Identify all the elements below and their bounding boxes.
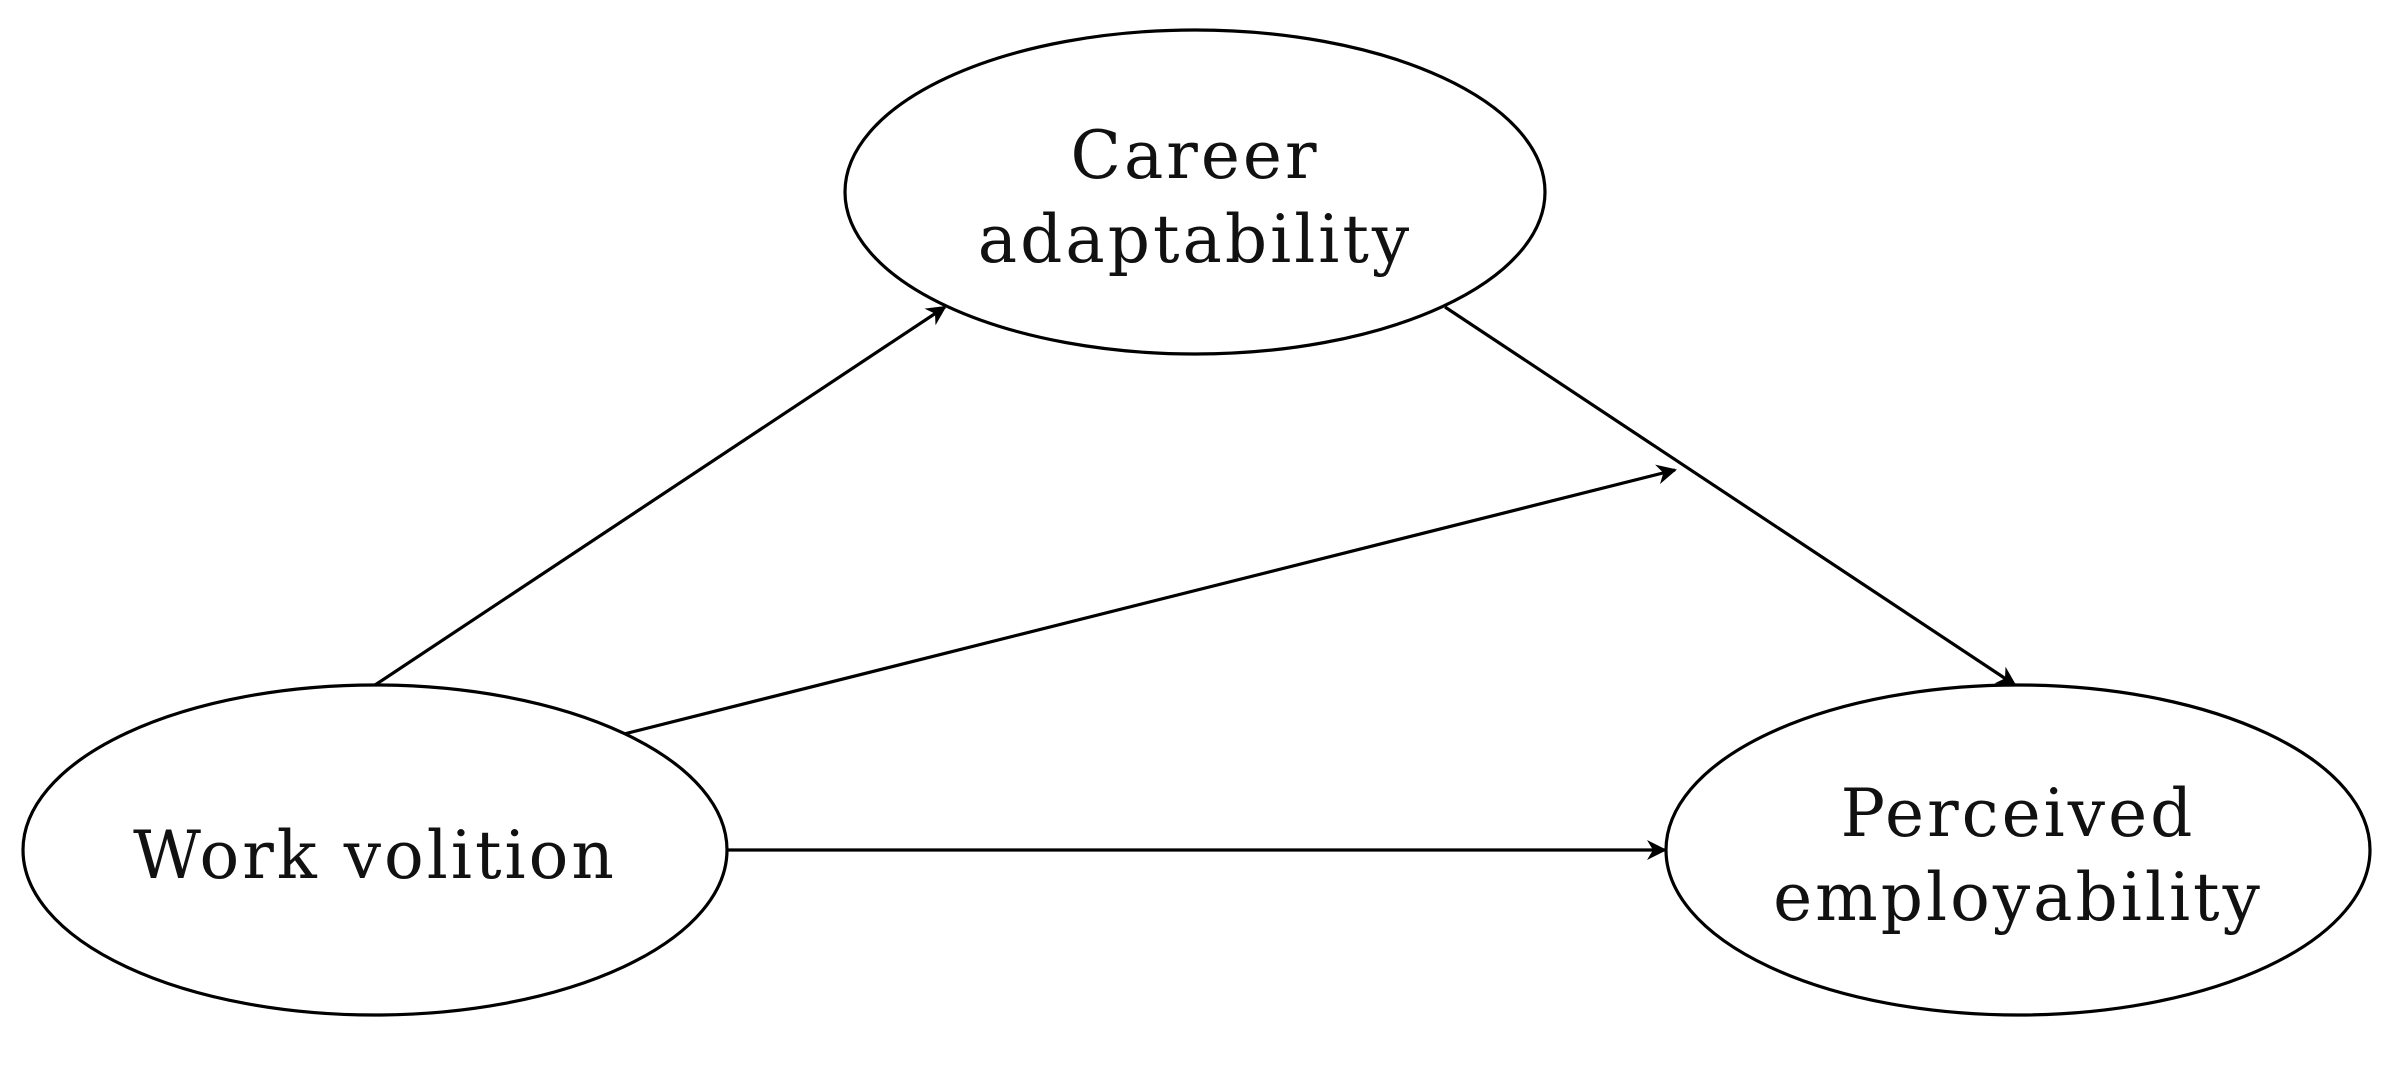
edge-work-volition-to-career-adaptability xyxy=(374,305,947,687)
node-work-volition-shape xyxy=(21,683,729,1017)
node-career-adaptability-label-line1: Career xyxy=(1070,117,1319,194)
node-career-adaptability-label-line2: adaptability xyxy=(978,201,1412,278)
edge-career-adaptability-to-perceived-employability xyxy=(1444,305,2017,687)
node-career-adaptability-shape xyxy=(843,28,1547,356)
node-work-volition-label: Work volition xyxy=(133,817,617,894)
node-perceived-employability: Perceived employability xyxy=(1664,683,2372,1017)
node-perceived-employability-label-line2: employability xyxy=(1773,859,2263,936)
node-work-volition: Work volition xyxy=(21,683,729,1017)
node-perceived-employability-label-line1: Perceived xyxy=(1841,775,2196,852)
node-career-adaptability: Career adaptability xyxy=(843,28,1547,356)
node-perceived-employability-shape xyxy=(1664,683,2372,1017)
edge-work-volition-to-mediation-path xyxy=(619,464,1677,737)
